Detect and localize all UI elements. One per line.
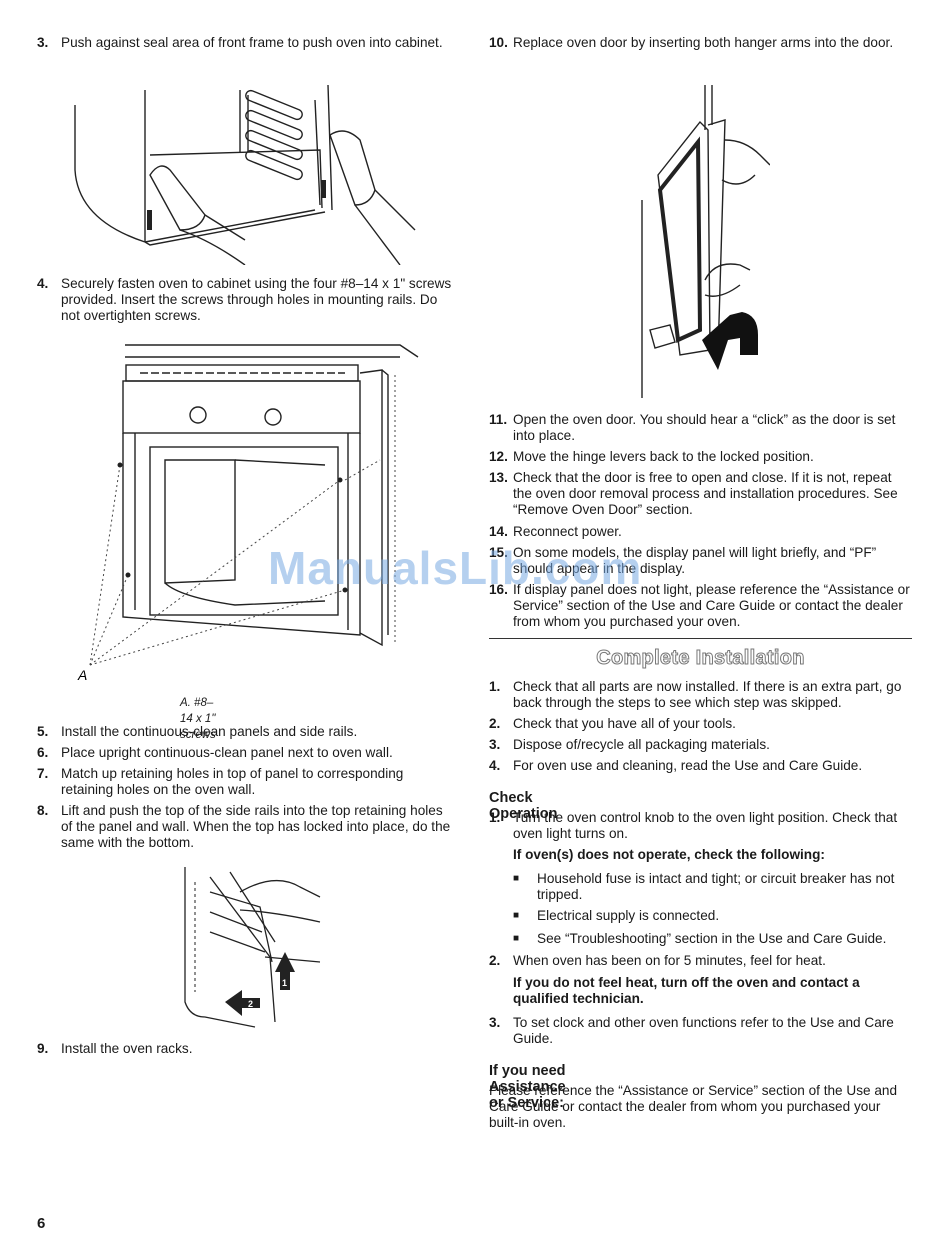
step-text: Place upright continuous-clean panel nex… bbox=[61, 745, 393, 760]
step-text: Securely fasten oven to cabinet using th… bbox=[61, 276, 452, 323]
step-16: 16. If display panel does not light, ple… bbox=[489, 582, 912, 630]
heat-warning-note: If you do not feel heat, turn off the ov… bbox=[513, 975, 860, 1006]
assistance-heading: If you need Assistance or Service: bbox=[489, 1063, 566, 1111]
operation-note: If oven(s) does not operate, check the f… bbox=[513, 847, 825, 862]
step-number: 10. bbox=[489, 35, 508, 50]
operation-step-3: 3. To set clock and other oven functions… bbox=[489, 1015, 912, 1047]
step-9: 9. Install the oven racks. bbox=[37, 1041, 457, 1057]
step-number: 12. bbox=[489, 449, 508, 464]
complete-step-4: 4. For oven use and cleaning, read the U… bbox=[489, 758, 912, 774]
section-divider bbox=[489, 638, 912, 639]
operation-step-2: 2. When oven has been on for 5 minutes, … bbox=[489, 953, 912, 969]
bullet-item: ■ See “Troubleshooting” section in the U… bbox=[513, 931, 913, 947]
arrow-label-1: 1 bbox=[282, 978, 287, 988]
step-text: When oven has been on for 5 minutes, fee… bbox=[513, 953, 826, 968]
bullet-text: Household fuse is intact and tight; or c… bbox=[537, 871, 895, 902]
step-number: 2. bbox=[489, 953, 501, 968]
complete-step-2: 2. Check that you have all of your tools… bbox=[489, 716, 912, 732]
bullet-text: Electrical supply is connected. bbox=[537, 908, 720, 923]
step-text: Open the oven door. You should hear a “c… bbox=[513, 412, 896, 443]
complete-installation-title: Complete Installation bbox=[596, 647, 805, 669]
step-number: 2. bbox=[489, 716, 501, 731]
step-number: 3. bbox=[489, 1015, 501, 1030]
oven-door-illustration bbox=[641, 85, 770, 398]
operation-step-1: 1. Turn the oven control knob to the ove… bbox=[489, 810, 912, 842]
step-3: 3. Push against seal area of front frame… bbox=[37, 35, 457, 51]
step-7: 7. Match up retaining holes in top of pa… bbox=[37, 766, 457, 798]
step-number: 11. bbox=[489, 412, 508, 427]
step-number: 4. bbox=[37, 276, 49, 291]
step-number: 13. bbox=[489, 470, 508, 485]
step-11: 11. Open the oven door. You should hear … bbox=[489, 412, 912, 444]
step-text: Check that all parts are now installed. … bbox=[513, 679, 902, 710]
complete-step-3: 3. Dispose of/recycle all packaging mate… bbox=[489, 737, 912, 753]
step-number: 5. bbox=[37, 724, 49, 739]
step-number: 15. bbox=[489, 545, 508, 560]
check-operation-heading: Check Operation bbox=[489, 790, 558, 822]
step-5: 5. Install the continuous-clean panels a… bbox=[37, 724, 457, 740]
step-number: 8. bbox=[37, 803, 49, 818]
bullet-item: ■ Household fuse is intact and tight; or… bbox=[513, 871, 913, 903]
mounting-screws-illustration: A bbox=[77, 344, 419, 683]
step-text: Turn the oven control knob to the oven l… bbox=[513, 810, 898, 841]
step-number: 16. bbox=[489, 582, 508, 597]
step-6: 6. Place upright continuous-clean panel … bbox=[37, 745, 457, 761]
step-13: 13. Check that the door is free to open … bbox=[489, 470, 912, 518]
step-14: 14. Reconnect power. bbox=[489, 524, 912, 540]
step-8: 8. Lift and push the top of the side rai… bbox=[37, 803, 457, 851]
step-number: 3. bbox=[489, 737, 501, 752]
bullet-item: ■ Electrical supply is connected. bbox=[513, 908, 913, 924]
side-rails-illustration: 1 2 bbox=[184, 867, 321, 1028]
complete-step-1: 1. Check that all parts are now installe… bbox=[489, 679, 912, 711]
step-text: Move the hinge levers back to the locked… bbox=[513, 449, 814, 464]
step-text: Replace oven door by inserting both hang… bbox=[513, 35, 894, 50]
step-number: 1. bbox=[489, 679, 501, 694]
step-text: For oven use and cleaning, read the Use … bbox=[513, 758, 863, 773]
assistance-text: Please reference the “Assistance or Serv… bbox=[489, 1083, 898, 1130]
figure-caption: A. #8–14 x 1" screws bbox=[180, 697, 216, 741]
step-text: Reconnect power. bbox=[513, 524, 622, 539]
bullet-text: See “Troubleshooting” section in the Use… bbox=[537, 931, 887, 946]
step-text: Match up retaining holes in top of panel… bbox=[61, 766, 404, 797]
step-text: Dispose of/recycle all packaging materia… bbox=[513, 737, 770, 752]
step-number: 4. bbox=[489, 758, 501, 773]
step-text: Push against seal area of front frame to… bbox=[61, 35, 443, 50]
figure-label-a: A bbox=[77, 667, 87, 683]
step-text: Check that you have all of your tools. bbox=[513, 716, 736, 731]
watermark: ManualsLib.com bbox=[268, 542, 643, 594]
step-text: To set clock and other oven functions re… bbox=[513, 1015, 894, 1046]
step-number: 3. bbox=[37, 35, 49, 50]
step-4: 4. Securely fasten oven to cabinet using… bbox=[37, 276, 459, 324]
step-number: 7. bbox=[37, 766, 49, 781]
step-number: 6. bbox=[37, 745, 49, 760]
step-number: 14. bbox=[489, 524, 508, 539]
step-text: If display panel does not light, please … bbox=[513, 582, 910, 629]
step-10: 10. Replace oven door by inserting both … bbox=[489, 35, 912, 51]
bullet-square-icon: ■ bbox=[513, 873, 520, 884]
step-number: 9. bbox=[37, 1041, 49, 1056]
step-12: 12. Move the hinge levers back to the lo… bbox=[489, 449, 912, 465]
step-text: Install the continuous-clean panels and … bbox=[61, 724, 358, 739]
page-number: 6 bbox=[37, 1215, 46, 1232]
bullet-square-icon: ■ bbox=[513, 933, 520, 944]
bullet-square-icon: ■ bbox=[513, 910, 520, 921]
step-text: Check that the door is free to open and … bbox=[513, 470, 898, 517]
step-text: On some models, the display panel will l… bbox=[513, 545, 877, 576]
step-text: Lift and push the top of the side rails … bbox=[61, 803, 451, 850]
step-15: 15. On some models, the display panel wi… bbox=[489, 545, 912, 577]
step-number: 1. bbox=[489, 810, 501, 825]
step-text: Install the oven racks. bbox=[61, 1041, 193, 1056]
arrow-label-2: 2 bbox=[248, 999, 253, 1009]
push-oven-illustration bbox=[74, 84, 416, 265]
